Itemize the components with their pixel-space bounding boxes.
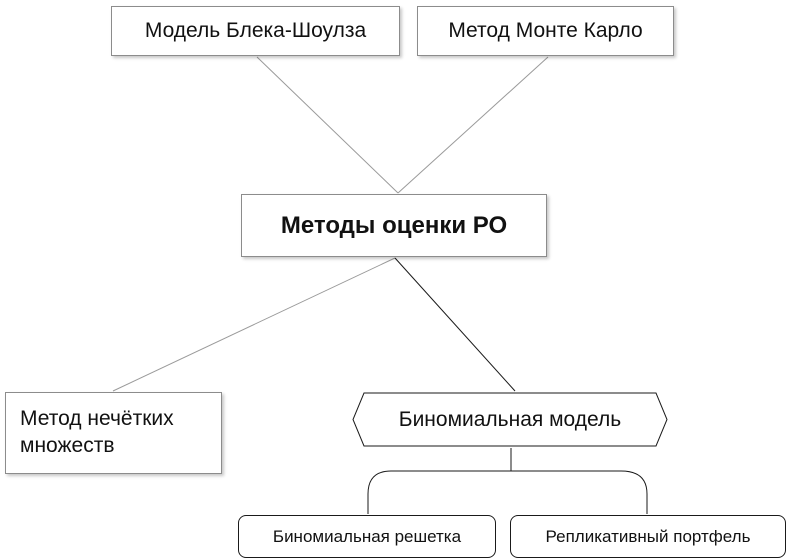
node-replicating-portfolio[interactable]: Репликативный портфель [510,515,786,558]
node-fuzzy-sets[interactable]: Метод нечётких множеств [5,392,222,474]
node-monte-carlo[interactable]: Метод Монте Карло [417,6,674,56]
node-center-label: Методы оценки РО [280,211,508,239]
node-monte-carlo-label: Метод Монте Карло [448,19,643,42]
node-black-scholes[interactable]: Модель Блека-Шоулза [111,6,400,56]
node-binomial-model[interactable]: Биномиальная модель [352,392,668,447]
node-binomial-lattice[interactable]: Биномиальная решетка [238,515,496,558]
node-black-scholes-label: Модель Блека-Шоулза [144,19,367,42]
edge-center-to-fuzzy [112,257,396,392]
edge-center-to-binomial [394,257,516,392]
node-binomial-label: Биномиальная модель [398,407,622,431]
edge-center-to-monte-carlo [397,56,549,194]
edge-center-to-black-scholes [256,56,399,194]
edge-binomial-branch [367,448,648,514]
node-lattice-label: Биномиальная решетка [272,526,462,546]
node-replicating-label: Репликативный портфель [545,526,751,546]
node-fuzzy-label: Метод нечётких множеств [20,407,174,457]
hexagon-shape [352,392,668,447]
node-center-methods[interactable]: Методы оценки РО [241,194,547,257]
